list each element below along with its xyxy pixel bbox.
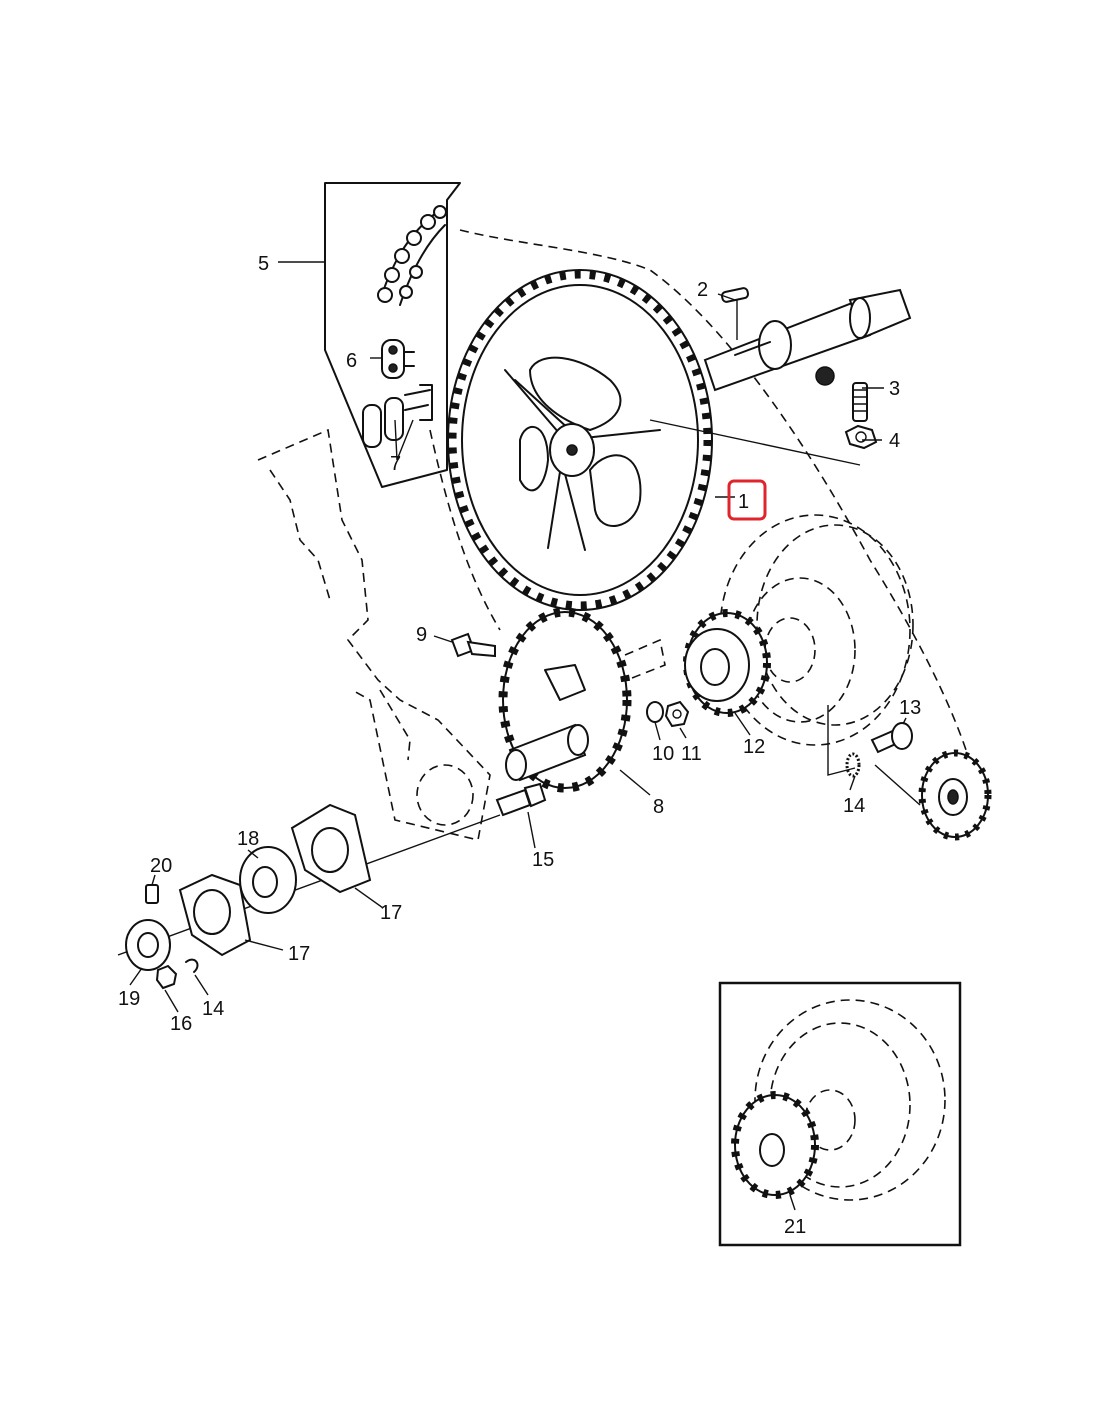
bolt-13 <box>845 722 913 778</box>
axle-line <box>117 814 501 956</box>
callout-8: 8 <box>653 796 664 818</box>
roller-chain <box>377 205 447 306</box>
sprocket-inset-panel <box>718 981 962 1247</box>
callout-18: 18 <box>237 828 259 850</box>
washer-and-nut <box>646 700 690 728</box>
callout-14-lower: 14 <box>202 998 224 1020</box>
callout-4: 4 <box>889 430 900 452</box>
callout-15: 15 <box>532 849 554 871</box>
drive-chain-loop <box>429 229 976 781</box>
leader-lines <box>129 261 921 1211</box>
bearing-flange-assembly <box>125 803 372 990</box>
callout-3: 3 <box>889 378 900 400</box>
callout-11: 11 <box>681 743 702 765</box>
callout-5: 5 <box>258 253 269 275</box>
callout-16: 16 <box>170 1013 192 1035</box>
large-sprocket <box>447 269 713 611</box>
callout-19: 19 <box>118 988 140 1010</box>
callout-12: 12 <box>743 736 765 758</box>
bolt-9 <box>450 632 496 658</box>
connecting-link <box>381 339 415 379</box>
frame-bracket <box>257 428 491 841</box>
small-sprocket-with-hub <box>683 609 771 717</box>
bolt-15 <box>495 782 547 817</box>
callout-9: 9 <box>416 624 427 646</box>
callout-labels: 1 2 3 4 5 6 7 8 9 10 11 12 13 14 14 15 1… <box>118 253 921 1238</box>
chain-inset-panel <box>324 182 461 488</box>
callout-20: 20 <box>150 855 172 877</box>
callout-10: 10 <box>652 743 674 765</box>
callout-17-left: 17 <box>288 943 310 965</box>
callout-14-upper: 14 <box>843 795 865 817</box>
callout-21: 21 <box>784 1216 806 1238</box>
callout-7: 7 <box>390 453 401 475</box>
callout-2: 2 <box>697 279 708 301</box>
drive-shaft <box>703 287 912 392</box>
set-screw-and-nut <box>815 366 878 450</box>
offset-link-parts <box>362 384 433 448</box>
callout-13: 13 <box>899 697 921 719</box>
callout-1-highlight <box>727 479 767 521</box>
idler-sprocket <box>918 749 992 841</box>
callout-17-right: 17 <box>380 902 402 924</box>
callout-1: 1 <box>738 491 749 513</box>
callout-6: 6 <box>346 350 357 372</box>
medium-sprocket <box>498 607 632 793</box>
